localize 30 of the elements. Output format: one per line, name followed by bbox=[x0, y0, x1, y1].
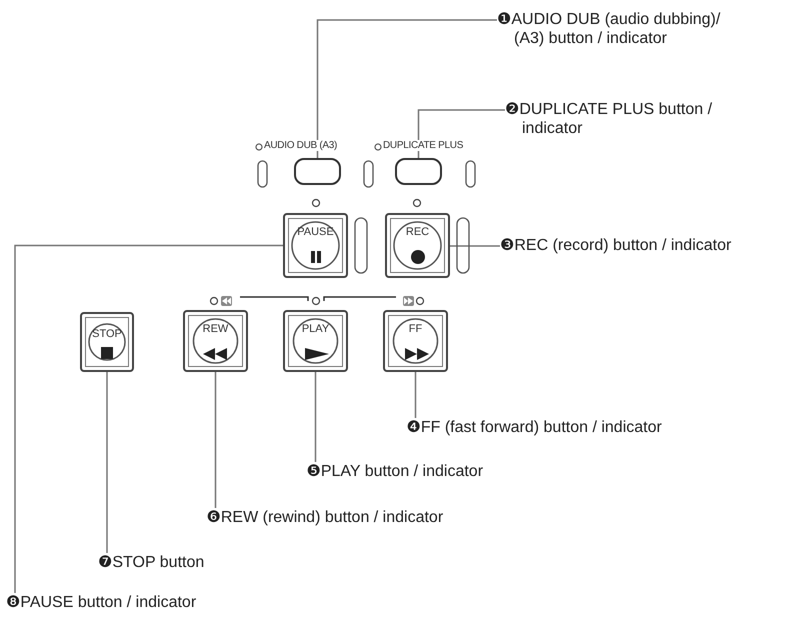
push-button bbox=[283, 310, 348, 372]
leader-line bbox=[314, 371, 316, 462]
callout-text: ❷DUPLICATE PLUS button / indicator bbox=[505, 100, 712, 138]
push-button bbox=[385, 213, 450, 278]
button-label: PAUSE bbox=[296, 226, 335, 238]
push-button bbox=[283, 213, 348, 278]
callout-text: ❸REC (record) button / indicator bbox=[500, 236, 732, 255]
callout-text: ❹FF (fast forward) button / indicator bbox=[406, 418, 662, 437]
push-button bbox=[383, 310, 448, 372]
push-button bbox=[80, 312, 134, 372]
leader-line bbox=[449, 244, 500, 247]
button-label: FF bbox=[408, 323, 424, 335]
callout-text: ❽PAUSE button / indicator bbox=[6, 593, 196, 612]
button-label: DUPLICATE PLUS bbox=[383, 140, 464, 151]
leader-line bbox=[14, 244, 283, 593]
leader-line bbox=[214, 371, 216, 508]
button-label: AUDIO DUB (A3) bbox=[264, 140, 338, 151]
callout-text: ❺PLAY button / indicator bbox=[306, 462, 484, 481]
callout-text: ❼STOP button bbox=[98, 553, 204, 572]
callout-text: ❶AUDIO DUB (audio dubbing)/ (A3) button / indicator bbox=[497, 10, 749, 48]
callout-text: ❻REW (rewind) button / indicator bbox=[206, 508, 444, 527]
button-label: PLAY bbox=[300, 323, 330, 335]
push-button bbox=[183, 310, 248, 372]
button-label: REW bbox=[202, 323, 230, 335]
button-label: STOP bbox=[91, 328, 123, 340]
leader-line bbox=[106, 371, 108, 553]
leader-line bbox=[316, 19, 497, 158]
leader-line bbox=[414, 371, 416, 418]
button-label: REC bbox=[404, 226, 430, 238]
leader-line bbox=[418, 109, 505, 158]
